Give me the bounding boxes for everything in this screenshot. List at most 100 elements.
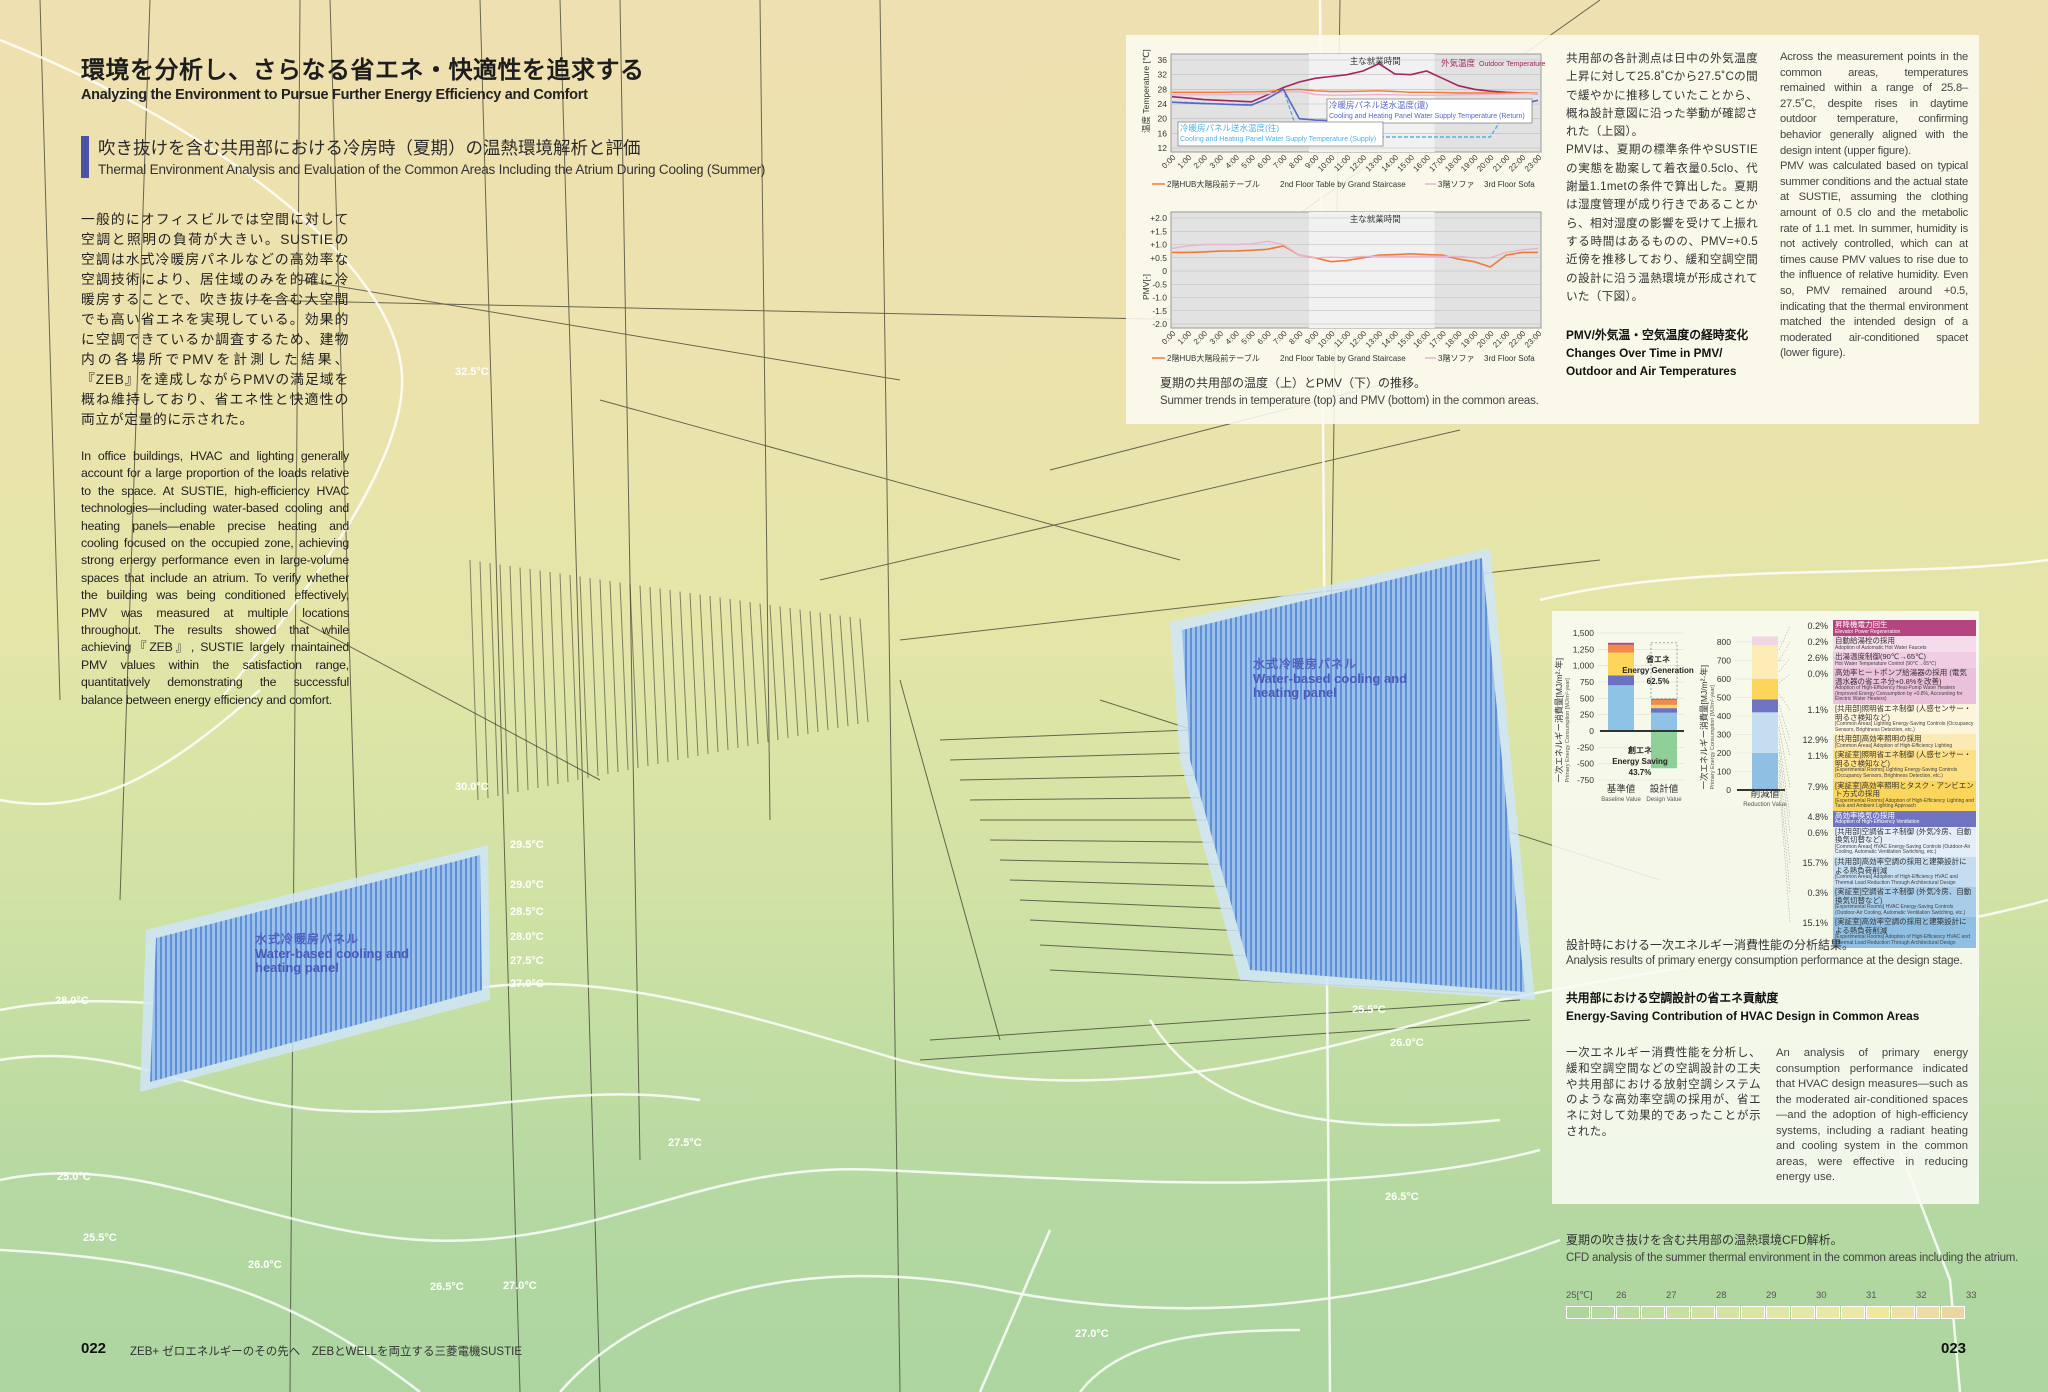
y-tick-label: -0.5	[1152, 279, 1167, 289]
legend-label-en: [Common Areas] Adoption of High-Efficien…	[1835, 874, 1958, 886]
contour-label: 25.5°C	[1352, 1004, 1386, 1016]
bar-segment	[1752, 645, 1778, 679]
louver-slat	[609, 580, 619, 773]
bar-segment	[1752, 636, 1778, 646]
intro-text-en: In office buildings, HVAC and lighting g…	[81, 449, 349, 707]
legend-label-ja: [実証室]高効率空調の採用と建築設計による熱負荷削減	[1835, 917, 1967, 935]
series-label-outdoor-en: Outdoor Temperature	[1479, 61, 1546, 68]
generation-outline	[1650, 642, 1678, 699]
bar-segment	[1752, 753, 1778, 790]
legend-label-ja: 自動給湯栓の採用	[1835, 636, 1895, 646]
contour-label: 27.0°C	[1075, 1328, 1109, 1340]
louver-slat	[769, 604, 779, 741]
thermal-text-ja: 共用部の各計測点は日中の外気温度上昇に対して25.8˚Cから27.5˚Cの間で緩…	[1566, 50, 1758, 306]
scale-label: 33	[1966, 1290, 1977, 1301]
louver-slat	[669, 589, 679, 761]
thermal-heading: PMV/外気温・空気温度の経時変化 Changes Over Time in P…	[1566, 326, 1748, 380]
series-label-supply-box	[1177, 121, 1384, 147]
y-tick-label: 300	[1717, 730, 1731, 740]
y-tick-label: -1.5	[1152, 306, 1167, 316]
page-number-right: 023	[1941, 1340, 1967, 1357]
category-label-en: Design Value	[1646, 797, 1682, 803]
bar-segment	[1608, 642, 1634, 645]
legend-label-en: [Common Areas] Adoption of High-Efficien…	[1835, 742, 1953, 749]
y-tick-label: +2.0	[1150, 213, 1167, 223]
section-title: 吹き抜けを含む共用部における冷房時（夏期）の温熱環境解析と評価	[98, 138, 641, 158]
louver-slat	[559, 573, 569, 783]
thermal-text-en-body: Across the measurement points in the com…	[1780, 51, 1968, 360]
leader-line	[1778, 704, 1791, 741]
y-tick-label: 1,000	[1573, 661, 1595, 671]
thermal-text-ja-body: 共用部の各計測点は日中の外気温度上昇に対して25.8˚Cから27.5˚Cの間で緩…	[1566, 52, 1758, 303]
thermal-heading-en2: Outdoor and Air Temperatures	[1566, 364, 1737, 378]
energy-caption-en: Analysis results of primary energy consu…	[1566, 955, 1963, 967]
legend-percent: 0.3%	[1807, 888, 1828, 898]
louver-slat	[779, 606, 789, 739]
panel-label-ja: 水式冷暖房パネル	[1253, 657, 1358, 671]
y-tick-label: -750	[1577, 775, 1594, 785]
bar-annotation: 省エネ	[1645, 654, 1670, 664]
leader-line	[1778, 673, 1791, 684]
scale-swatch	[1941, 1306, 1965, 1319]
contour-label: 32.5°C	[455, 366, 489, 378]
louver-slat	[679, 591, 689, 759]
louver-slat	[619, 582, 629, 771]
legend-percent: 0.2%	[1807, 621, 1828, 631]
legend-percent: 2.6%	[1807, 653, 1828, 663]
leader-line	[1778, 641, 1791, 662]
legend-label-en: [Experimental Rooms] Adoption of High-Ef…	[1835, 797, 1974, 810]
contour-label: 29.5°C	[510, 839, 544, 851]
legend-label-en: Hot Water Temperature Control (90℃→65℃)	[1835, 660, 1937, 667]
legend-label-en: 2nd Floor Table by Grand Staircase	[1280, 180, 1406, 189]
louver-slat	[689, 592, 699, 757]
category-label-ja: 設計値	[1650, 783, 1679, 795]
series-line-2	[1172, 90, 1539, 96]
energy-heading-ja: 共用部における空調設計の省エネ貢献度	[1566, 991, 1779, 1005]
legend-label-ja: [実証室]空調省エネ制御 (外気冷房、自動換気切替など)	[1835, 887, 1972, 905]
contour-label: 29.0°C	[510, 879, 544, 891]
thermal-text-en: Across the measurement points in the com…	[1780, 50, 1968, 362]
y-tick-label: 700	[1717, 656, 1731, 666]
y-tick-label: -250	[1577, 742, 1594, 752]
contour-label: 25.0°C	[57, 1171, 91, 1183]
series-label-return-en: Cooling and Heating Panel Water Supply T…	[1329, 113, 1525, 120]
series-line-0	[1172, 244, 1538, 268]
bar-annotation: 43.7%	[1629, 768, 1652, 777]
intro-text-ja: 一般的にオフィスビルでは空間に対して空調と照明の負荷が大きい。SUSTIEの空調…	[81, 212, 349, 427]
annotation-working-hours: 主な就業時間	[1350, 56, 1401, 66]
scale-label: 30	[1816, 1290, 1827, 1301]
y-tick-label: -1.0	[1152, 293, 1167, 303]
bar-chart-1: 1,5001,2501,0007505002500-250-500-750基準値…	[1554, 628, 1694, 803]
legend-percent: 1.1%	[1807, 705, 1828, 715]
legend-label-ja: [共用部]高効率空調の採用と建築設計による熱負荷削減	[1835, 857, 1967, 875]
contour-label: 27.5°C	[510, 955, 544, 967]
louver-slat	[519, 567, 529, 791]
louver-slat	[739, 600, 749, 747]
thermal-caption-ja: 夏期の共用部の温度（上）とPMV（下）の推移。	[1160, 376, 1427, 390]
scale-label: 28	[1716, 1290, 1727, 1301]
panel-label-en: Water-based cooling and heating panel	[255, 946, 410, 975]
bar-annotation: 創エネ	[1627, 745, 1652, 755]
legend-label-en: 2nd Floor Table by Grand Staircase	[1280, 354, 1406, 363]
legend-label-ja: 2階HUB大階段前テーブル	[1167, 353, 1260, 363]
page-title-en: Analyzing the Environment to Pursue Furt…	[81, 87, 588, 103]
panel-label-en: Water-based cooling and heating panel	[1253, 671, 1408, 700]
reduction-legend-item: [実証室]照明省エネ制御 (人感センサー・明るさ検知など)[Experiment…	[1833, 750, 1976, 781]
louver-slat	[749, 601, 759, 745]
louver-slat	[809, 610, 819, 733]
scale-label: 32	[1916, 1290, 1927, 1301]
louver-slat	[729, 598, 739, 749]
louver-slat	[489, 562, 499, 797]
louver-slat	[569, 574, 579, 781]
scale-swatch	[1691, 1306, 1715, 1319]
reduction-legend-item: [実証室]高効率空調の採用と建築設計による熱負荷削減[Experimental …	[1833, 917, 1976, 948]
y-tick-label: -500	[1577, 759, 1594, 769]
bar-segment	[1651, 708, 1677, 713]
cfd-caption-en: CFD analysis of the summer thermal envir…	[1566, 1252, 2019, 1264]
bar-segment	[1651, 699, 1677, 705]
legend-label-en: 3rd Floor Sofa	[1484, 180, 1535, 189]
reduction-legend-item: [共用部]高効率空調の採用と建築設計による熱負荷削減[Common Areas]…	[1833, 857, 1976, 888]
louver-slat	[839, 615, 849, 727]
